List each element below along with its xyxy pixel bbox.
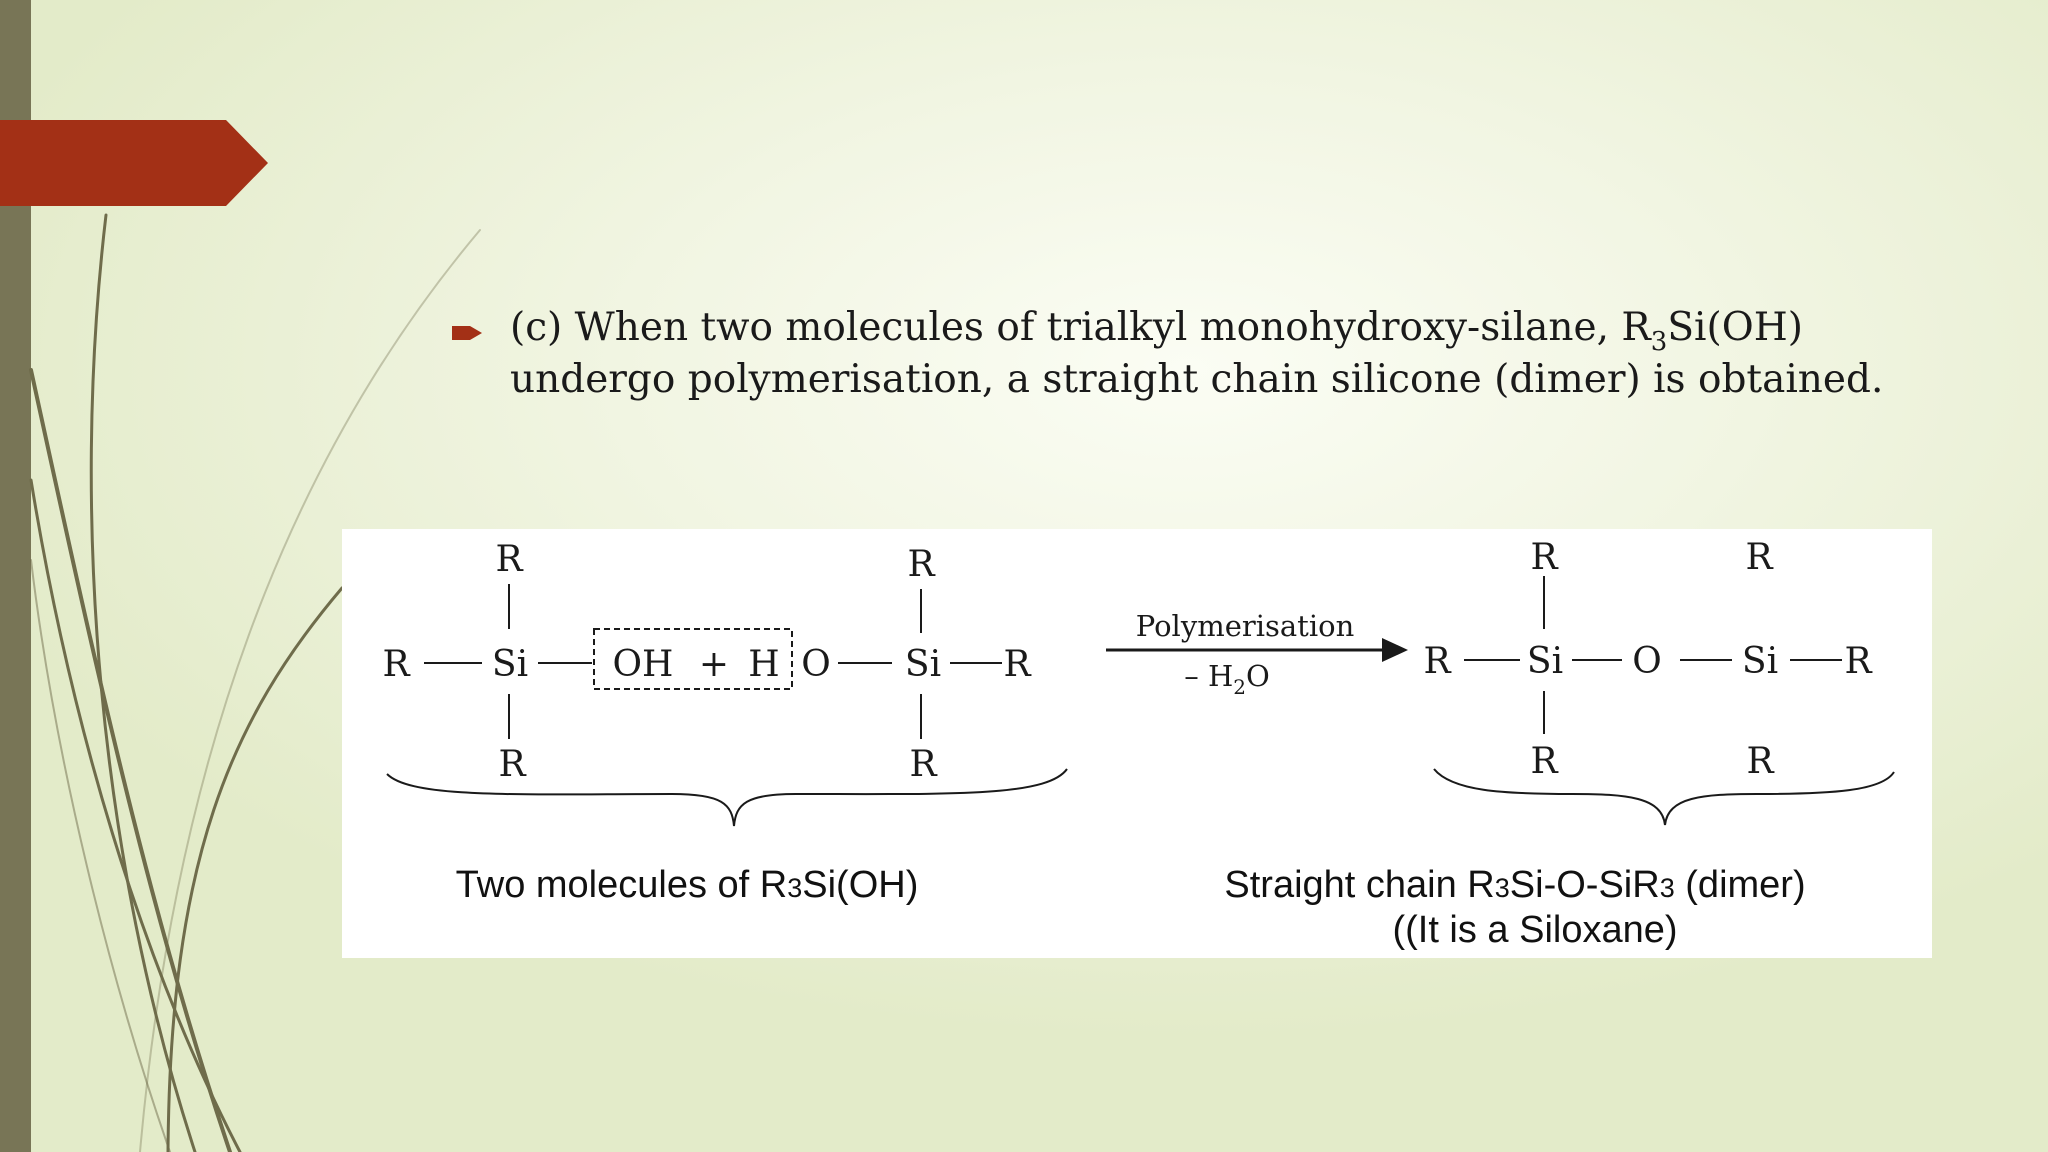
reactant2-si: Si <box>905 644 941 685</box>
plus-sign: + <box>699 644 729 685</box>
reactant1-r-top: R <box>495 539 523 580</box>
reactant2-r-right: R <box>1003 644 1031 685</box>
o-atom: O <box>801 644 831 685</box>
caption-left-subscript: 3 <box>787 873 802 903</box>
product-r-top-2: R <box>1745 537 1773 578</box>
bullet-line1-subscript: 3 <box>1650 327 1668 357</box>
caption-right-line-1: Straight chain R3Si-O-SiR3 (dimer) <box>1224 864 1805 906</box>
condition-prefix: – H <box>1184 659 1233 693</box>
caption-right-prefix: Straight chain R <box>1224 864 1494 906</box>
product-o: O <box>1632 641 1662 682</box>
product-r-bottom-2: R <box>1746 741 1774 782</box>
product-si-1: Si <box>1527 641 1563 682</box>
condition-subscript: 2 <box>1233 675 1246 699</box>
bullet-line1-suffix: Si(OH) <box>1667 305 1803 350</box>
caption-right-subscript-2: 3 <box>1660 873 1675 903</box>
caption-right-subscript-1: 3 <box>1495 873 1510 903</box>
product-si-2: Si <box>1742 641 1778 682</box>
polymerisation-label: Polymerisation <box>1136 609 1355 643</box>
oh-group: OH <box>613 644 674 685</box>
reaction-arrow-head <box>1382 638 1408 662</box>
product-r-right: R <box>1844 641 1872 682</box>
reaction-diagram: R R Si R OH + H O R Si R R Polymerisatio… <box>382 537 1895 951</box>
reactant2-r-top: R <box>907 544 935 585</box>
eliminated-water-box <box>593 628 793 690</box>
reactant1-r-left: R <box>382 644 410 685</box>
reactant1-si: Si <box>492 644 528 685</box>
product-r-left: R <box>1423 641 1451 682</box>
reactant1-r-bottom: R <box>498 744 526 785</box>
product-brace <box>1433 768 1895 826</box>
caption-right-suffix: (dimer) <box>1675 864 1806 906</box>
reactants-brace <box>386 768 1068 827</box>
decorative-curves <box>29 213 481 1152</box>
caption-left-suffix: Si(OH) <box>802 864 918 906</box>
arrow-bullet-icon <box>452 326 482 340</box>
bullet-text-line-2: undergo polymerisation, a straight chain… <box>510 357 1884 402</box>
caption-right-line-2: ((It is a Siloxane) <box>1392 909 1677 951</box>
condition-label: – H2O <box>1184 659 1270 699</box>
bullet-line1-prefix: (c) When two molecules of trialkyl monoh… <box>510 305 1651 350</box>
reaction-figure: R R Si R OH + H O R Si R R Polymerisatio… <box>342 529 1932 958</box>
caption-left-prefix: Two molecules of R <box>456 864 788 906</box>
title-tab-arrow <box>0 120 268 206</box>
condition-suffix: O <box>1246 659 1270 693</box>
bullet-text-line-1: (c) When two molecules of trialkyl monoh… <box>510 302 1803 357</box>
caption-left: Two molecules of R3Si(OH) <box>456 864 919 906</box>
h-atom: H <box>748 644 779 685</box>
product-r-top-1: R <box>1530 537 1558 578</box>
reactant2-r-bottom: R <box>909 744 937 785</box>
product-r-bottom-1: R <box>1530 741 1558 782</box>
caption-right-mid: Si-O-SiR <box>1510 864 1660 906</box>
